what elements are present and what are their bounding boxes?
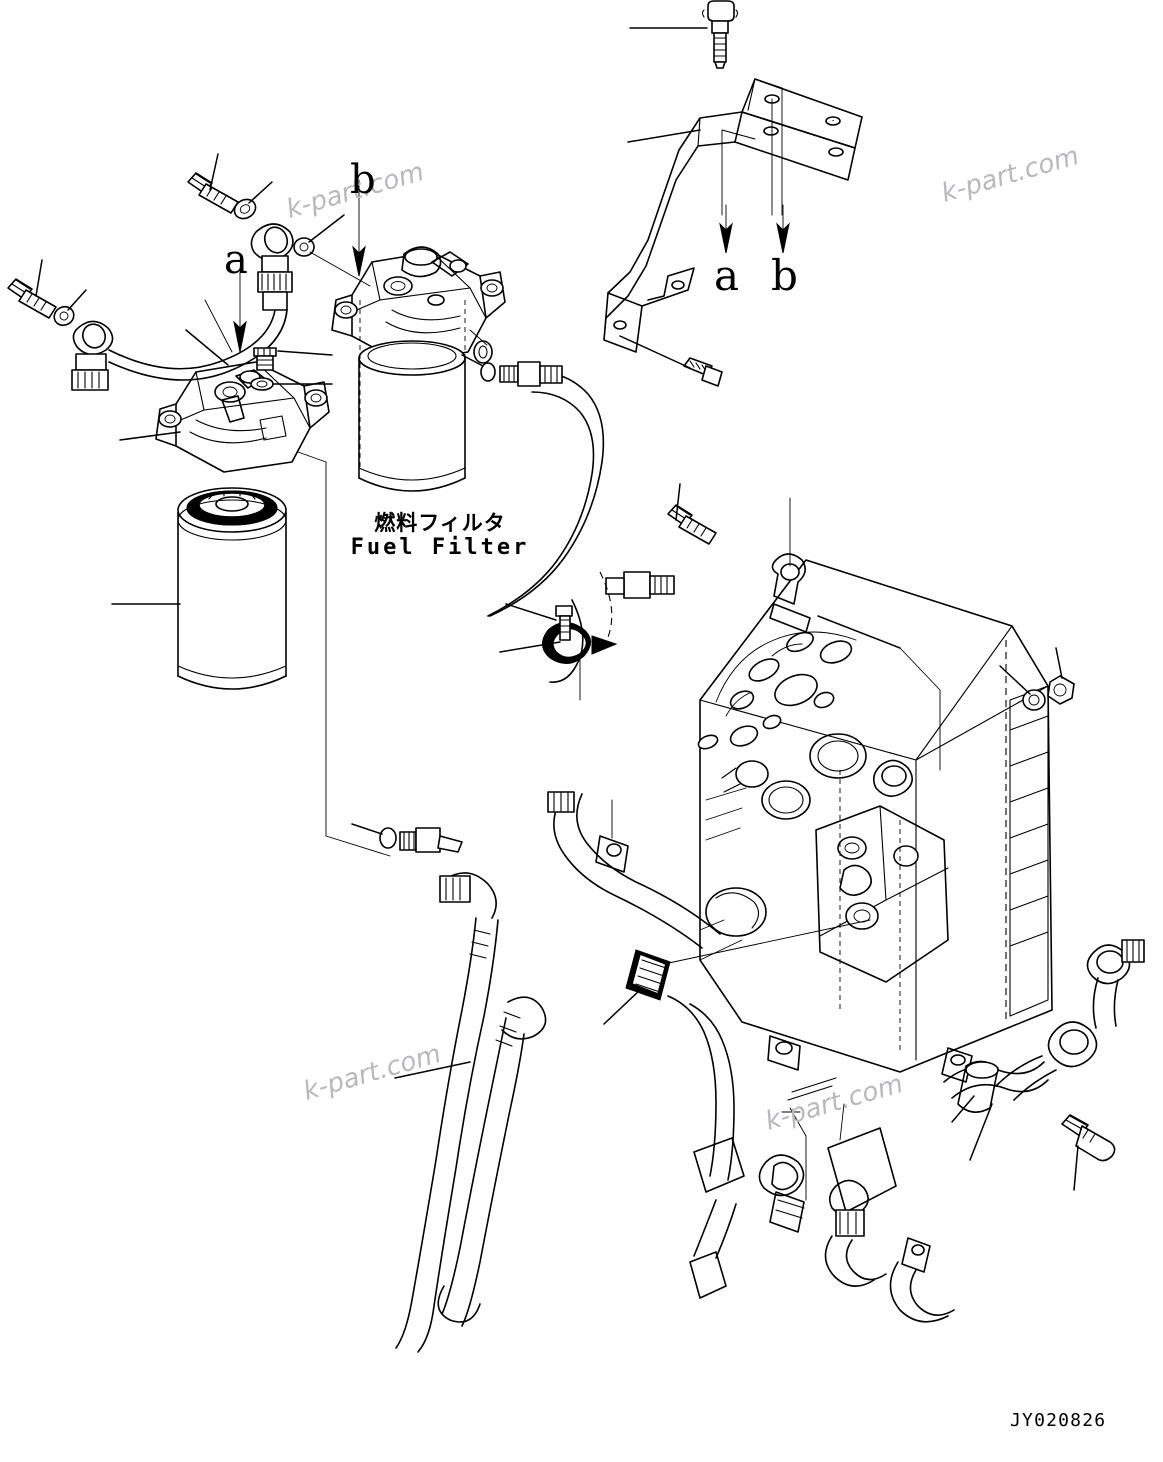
arrow-a-filter-head: [233, 271, 247, 353]
flange-bolt-block-bracket: [667, 504, 717, 545]
o-ring-head: [250, 377, 274, 391]
bracket-clip-right: [941, 1047, 973, 1083]
o-ring-right: [473, 340, 493, 364]
eye-bolt-union: [250, 223, 294, 311]
bracket-plate: [734, 78, 863, 181]
injection-pump: [815, 759, 949, 983]
flange-bolt-right-lower: [1061, 1114, 1116, 1162]
arrow-a-bracket: [719, 204, 733, 254]
hose-fitting-mid: [605, 571, 675, 599]
caption-english: Fuel Filter: [350, 534, 530, 560]
mounting-bracket-group: [603, 0, 863, 387]
fuel-filter-cartridge-assembled: [358, 340, 466, 492]
block-bracket-tab: [769, 497, 811, 633]
lower-fitting-assembly: [689, 1127, 955, 1323]
bracket-web: [603, 111, 743, 353]
elbow-fitting-right-upper: [1086, 939, 1145, 1029]
sealing-washer-3: [53, 305, 75, 327]
hose-clamp-right: [901, 1237, 931, 1273]
hose-clamp-assembly: [499, 603, 618, 701]
filter-head-right: [331, 246, 506, 363]
callout-letter-a: a: [224, 237, 248, 283]
fuel-filter-cartridge: [177, 487, 287, 690]
banjo-bolt-left: [7, 278, 57, 319]
fuel-lines-lower: [547, 791, 1145, 1323]
drawing-number: JY020826: [1010, 1410, 1107, 1431]
fuel-filter-caption: 燃料フィルタ Fuel Filter: [340, 511, 540, 560]
threaded-plug: [253, 347, 277, 371]
arrow-b-bracket: [776, 204, 790, 254]
engine-block: [697, 559, 1053, 1073]
filter-head-exploded: [155, 271, 330, 473]
callout-letter-b: b: [350, 157, 376, 203]
flange-bolt-bracket-lower: [683, 357, 723, 387]
elbow-fitting-right-lower: [995, 1021, 1098, 1101]
fuel-hose-upper: [461, 354, 605, 617]
nut-washer-right: [1022, 675, 1075, 711]
hose-fitting-upper-left: [499, 361, 563, 387]
hose-bracket-clip: [595, 835, 629, 873]
ribbed-sleeve: [625, 949, 671, 1001]
callout-letter-b: b: [771, 251, 798, 300]
banjo-bolt-upper-left: [187, 172, 239, 214]
sealing-washer-1: [233, 198, 257, 220]
arrow-b-filter: [352, 179, 366, 277]
flange-bolt-top: [701, 0, 739, 69]
callout-letter-a: a: [714, 251, 740, 300]
elbow-fitting-left: [71, 320, 114, 391]
caption-japanese: 燃料フィルタ: [374, 511, 506, 535]
fuel-filter-assembly: [331, 179, 506, 492]
fuel-hose-long: [351, 823, 547, 1353]
